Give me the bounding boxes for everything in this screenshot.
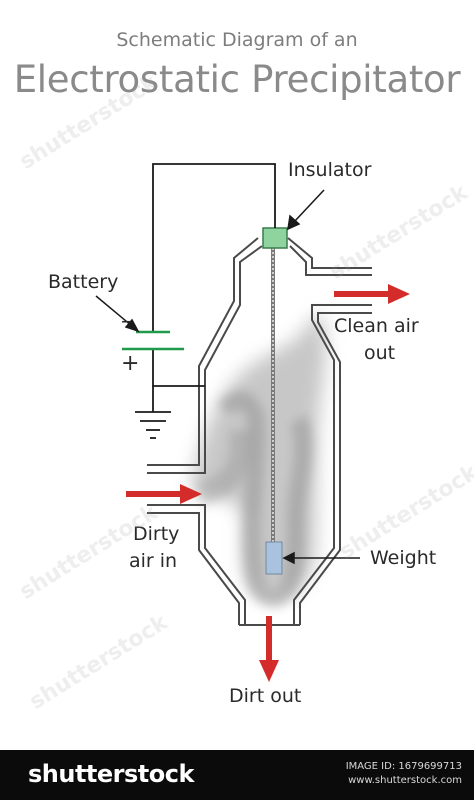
ground-symbol [135,411,171,439]
label-clean-air-line2: out [364,342,396,364]
battery-symbol [122,330,184,351]
precipitator-diagram [95,163,410,682]
label-weight: Weight [370,547,437,569]
insulator-block [262,227,288,249]
label-minus: – [121,309,132,334]
dirty-air-in-arrow [126,484,202,504]
label-dirty-air-line1: Dirty [133,523,180,545]
image-site-text: www.shutterstock.com [348,775,462,786]
circuit-wires [152,163,276,412]
label-dirty-air-line2: air in [129,550,178,572]
airflow-arrows [126,284,410,682]
pointer-lines [95,189,360,565]
image-id-info: IMAGE ID: 1679699713 www.shutterstock.co… [346,760,462,788]
watermark-footer: shutterstock IMAGE ID: 1679699713 www.sh… [0,750,474,800]
diagram-title: Electrostatic Precipitator [13,58,461,101]
shutterstock-logo: shutterstock [28,760,194,788]
clean-air-out-arrow [334,284,410,304]
weight-block [265,541,283,575]
vessel [147,237,372,626]
label-dirt-out: Dirt out [229,685,302,707]
label-battery: Battery [48,271,119,293]
label-plus: + [121,351,140,376]
image-id-text: IMAGE ID: 1679699713 [345,761,462,772]
label-clean-air-line1: Clean air [334,315,419,337]
diagram-stage: Schematic Diagram of an Electrostatic Pr… [13,29,474,715]
diagram-subtitle: Schematic Diagram of an [116,29,358,51]
dust-cloud [190,313,326,607]
label-insulator: Insulator [288,159,372,181]
dirt-out-arrow [259,616,279,682]
